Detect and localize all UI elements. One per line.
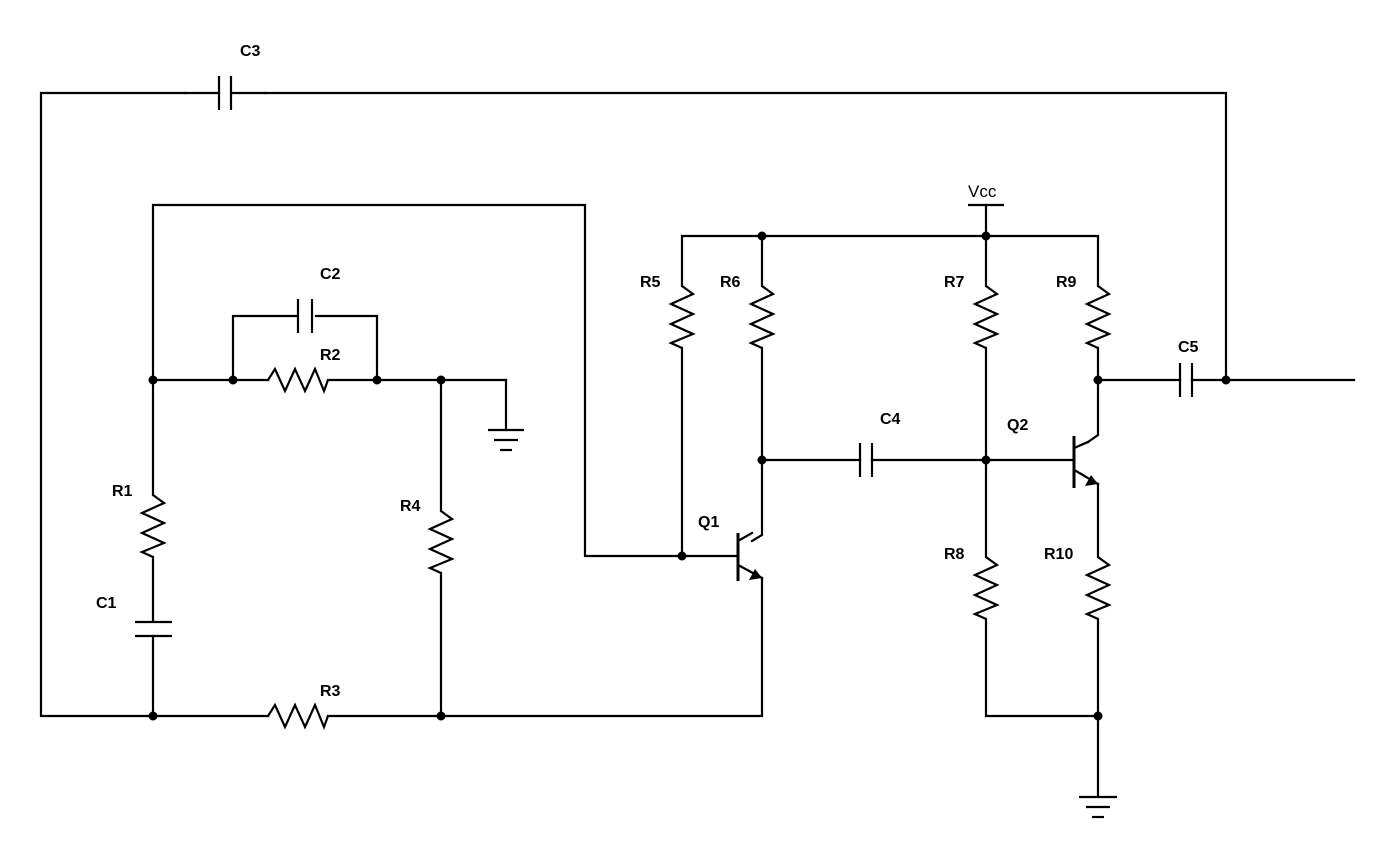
resistor-R7 [972, 285, 1000, 350]
ground-symbol-left [488, 428, 524, 452]
transistor-Q1 [736, 531, 764, 581]
label-C5: C5 [1178, 339, 1199, 356]
resistor-R6 [748, 285, 776, 350]
label-Q2: Q2 [1007, 417, 1028, 434]
capacitor-C2 [296, 299, 314, 333]
resistor-R1 [139, 494, 167, 559]
label-C2: C2 [320, 266, 341, 283]
capacitor-C4 [858, 443, 874, 477]
resistor-R9 [1084, 285, 1112, 350]
label-R10: R10 [1044, 546, 1073, 563]
ground-symbol-right [1079, 795, 1117, 819]
resistor-R3 [267, 702, 330, 731]
capacitors [135, 76, 1194, 638]
capacitor-C3 [183, 76, 267, 110]
component-labels: C3 C2 R2 R1 C1 R3 R4 R5 R6 Q1 C4 Vcc R7 … [96, 43, 1199, 700]
emitter-arrow-icon [749, 569, 762, 580]
capacitor-C1 [135, 620, 172, 638]
resistor-R10 [1084, 556, 1112, 621]
resistor-R2 [267, 366, 330, 395]
label-C1: C1 [96, 595, 117, 612]
label-vcc: Vcc [968, 182, 997, 201]
resistor-R8 [972, 556, 1000, 621]
label-C3: C3 [240, 43, 261, 60]
label-Q1: Q1 [698, 514, 719, 531]
resistors [139, 285, 1112, 731]
transistor-Q2 [1072, 436, 1100, 488]
label-R6: R6 [720, 274, 741, 291]
label-R8: R8 [944, 546, 965, 563]
emitter-arrow-icon [1085, 475, 1098, 486]
wires [39, 91, 1356, 797]
label-R1: R1 [112, 483, 133, 500]
label-R7: R7 [944, 274, 965, 291]
label-R3: R3 [320, 683, 341, 700]
junction-dots [148, 231, 1231, 721]
resistor-R4 [427, 510, 455, 575]
label-R4: R4 [400, 498, 421, 515]
label-R5: R5 [640, 274, 661, 291]
resistor-R5 [668, 285, 696, 350]
capacitor-C5 [1178, 363, 1194, 397]
label-R2: R2 [320, 347, 341, 364]
label-R9: R9 [1056, 274, 1077, 291]
label-C4: C4 [880, 411, 901, 428]
